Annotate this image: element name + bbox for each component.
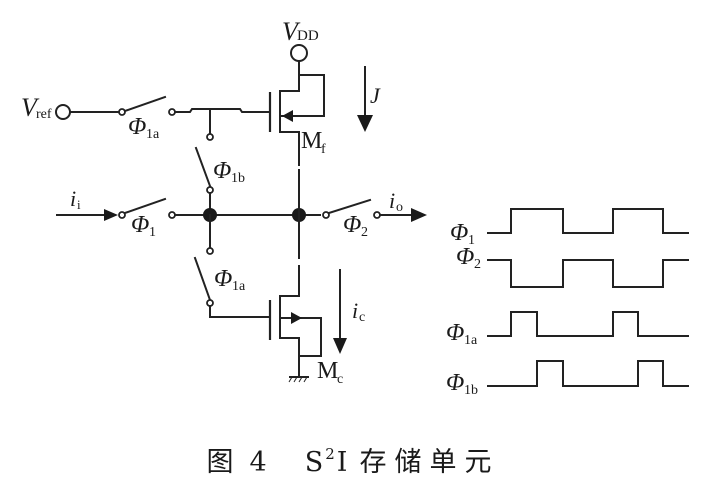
caption-title-sup: 2	[325, 445, 337, 463]
output-current-io: i o	[379, 188, 427, 222]
phi1a-bottom-label-sub: 1a	[232, 279, 246, 294]
ii-label-sub: i	[77, 197, 81, 212]
current-j-arrow: J	[357, 66, 381, 132]
switch-phi1a-mc: Φ 1a	[193, 256, 246, 307]
arrow-right-icon	[104, 209, 118, 221]
waveform-1	[487, 208, 689, 234]
caption-title-i: I	[336, 447, 350, 478]
caption-number: 4	[249, 447, 269, 478]
io-label: i	[389, 188, 395, 213]
switch-phi1b: Φ 1b	[194, 146, 245, 194]
phi1b-label: Φ	[213, 158, 231, 184]
timing-label-phi1b-main: Φ	[446, 370, 464, 396]
phi1a-top-label: Φ	[128, 114, 146, 140]
timing-label-phi1: Φ 1	[450, 220, 475, 248]
vref-label: V	[21, 93, 40, 122]
vdd-label-sub: DD	[297, 28, 319, 44]
switch-phi2: Φ 2	[322, 198, 381, 240]
mf-body-arrow-icon	[282, 110, 293, 122]
transistor-mf: M f	[268, 60, 326, 157]
arrow-down-icon	[357, 115, 373, 132]
timing-label-phi1b-sub: 1b	[464, 383, 478, 398]
waveform-1a	[487, 311, 689, 337]
mf-label-sub: f	[321, 142, 326, 157]
vref-terminal: V ref	[21, 93, 71, 122]
phi1a-bottom-label: Φ	[214, 266, 232, 292]
vdd-terminal: V DD	[282, 17, 319, 62]
phi1a-top-label-sub: 1a	[146, 127, 160, 142]
current-ic-arrow: i c	[333, 269, 365, 354]
io-label-sub: o	[396, 200, 403, 215]
waveform-1b	[487, 360, 689, 387]
timing-label-phi1a-sub: 1a	[464, 333, 478, 348]
timing-label-phi1-main: Φ	[450, 220, 468, 246]
phi1-label-sub: 1	[149, 225, 156, 240]
waveform-2	[487, 259, 689, 288]
input-current-ii: i i	[56, 186, 118, 221]
ground-icon	[288, 355, 309, 383]
caption-prefix: 图	[206, 447, 236, 478]
vref-label-sub: ref	[36, 107, 52, 122]
switch-phi1a-vref: Φ 1a	[118, 95, 176, 142]
transistor-mc: M c	[268, 295, 343, 387]
timing-diagram: Φ 1 Φ 2 Φ 1a Φ 1b	[446, 208, 689, 398]
mc-body-arrow-icon	[291, 312, 302, 324]
arrow-down-icon	[333, 338, 347, 354]
mf-gate-wire	[174, 108, 271, 113]
caption-title-s: S	[304, 447, 326, 478]
switch-phi1: Φ 1	[118, 197, 176, 240]
mc-label: M	[317, 358, 338, 384]
arrow-right-icon	[411, 208, 427, 222]
circuit-diagram: V DD M f J V ref Φ 1a	[21, 17, 689, 398]
mc-label-sub: c	[337, 372, 343, 387]
mf-label: M	[301, 128, 322, 154]
j-label: J	[370, 83, 381, 108]
mc-gate-wire	[209, 305, 269, 318]
timing-label-phi1a-main: Φ	[446, 320, 464, 346]
ic-label: i	[352, 298, 358, 323]
ii-label: i	[70, 186, 76, 211]
timing-label-phi2: Φ 2	[456, 244, 481, 272]
phi2-label: Φ	[343, 212, 361, 238]
ic-label-sub: c	[359, 310, 365, 325]
timing-label-phi2-sub: 2	[474, 257, 481, 272]
caption-title-rest: 存储单元	[359, 447, 500, 478]
phi1b-label-sub: 1b	[231, 171, 245, 186]
timing-label-phi2-main: Φ	[456, 244, 474, 270]
phi2-label-sub: 2	[361, 225, 368, 240]
timing-label-phi1b: Φ 1b	[446, 370, 478, 398]
timing-label-phi1a: Φ 1a	[446, 320, 478, 348]
vdd-label: V	[282, 17, 301, 46]
phi1-label: Φ	[131, 212, 149, 238]
timing-label-phi1-sub: 1	[468, 233, 475, 248]
